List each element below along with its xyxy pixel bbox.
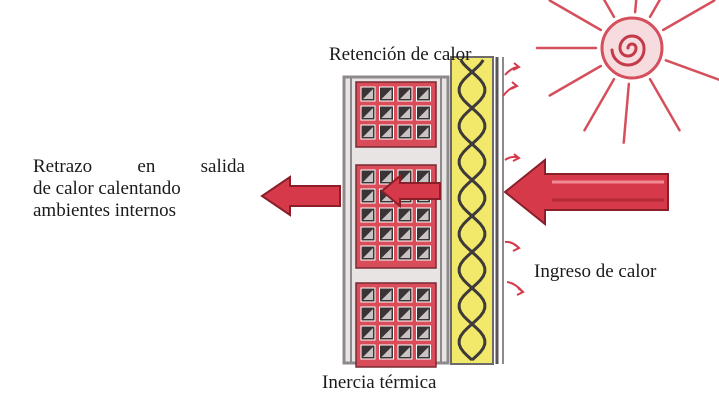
sun-ray bbox=[548, 0, 603, 32]
internal-heat-arrow-shape bbox=[380, 173, 441, 209]
small-heat-arrow-head bbox=[512, 153, 521, 162]
sun-ray bbox=[602, 0, 616, 19]
sun-ray bbox=[622, 82, 631, 144]
brick-cell-highlight bbox=[418, 127, 429, 137]
brick-cell-highlight bbox=[418, 309, 429, 319]
brick-cell-highlight bbox=[381, 210, 392, 220]
brick-cell-highlight bbox=[363, 191, 373, 201]
brick-cell-highlight bbox=[418, 89, 429, 99]
sun-ray bbox=[583, 77, 616, 132]
sun-ray bbox=[661, 0, 716, 32]
sun-ray bbox=[648, 0, 662, 19]
brick-cell-highlight bbox=[418, 229, 429, 239]
brick-cell-highlight bbox=[381, 347, 392, 357]
brick-cell-highlight bbox=[363, 229, 373, 239]
brick-cell-highlight bbox=[418, 210, 429, 220]
sun-disc bbox=[600, 16, 664, 80]
sun-spiral bbox=[610, 34, 646, 67]
brick-cell-highlight bbox=[418, 108, 429, 118]
brick-cell-highlight bbox=[363, 347, 373, 357]
brick-cell-highlight bbox=[363, 108, 373, 118]
sun-ray bbox=[633, 0, 638, 14]
brick-cell-highlight bbox=[381, 172, 392, 182]
brick-cell-highlight bbox=[400, 210, 410, 220]
brick-cell-highlight bbox=[363, 248, 373, 258]
brick-cell-highlight bbox=[381, 108, 392, 118]
brick-cell-highlight bbox=[363, 290, 373, 300]
brick-cell-highlight bbox=[363, 172, 373, 182]
brick-cell-highlight bbox=[363, 89, 373, 99]
brick-cell-highlight bbox=[400, 229, 410, 239]
small-heat-arrow-head bbox=[512, 62, 521, 71]
heat-output-arrow bbox=[260, 175, 341, 217]
brick-cell-highlight bbox=[418, 347, 429, 357]
brick-cell-highlight bbox=[363, 328, 373, 338]
brick-cell-highlight bbox=[418, 248, 429, 258]
heat-output-arrow-shape bbox=[260, 175, 341, 217]
brick-cell-highlight bbox=[381, 290, 392, 300]
reflected-heat-arrows bbox=[502, 62, 525, 296]
brick-cell-highlight bbox=[363, 127, 373, 137]
delayed-heat-label-line: Retrazo en salida bbox=[33, 156, 245, 177]
insulation-wave bbox=[457, 59, 487, 362]
delayed-heat-label-line: de calor calentando bbox=[33, 178, 181, 199]
brick-cell-highlight bbox=[400, 89, 410, 99]
brick-cell-highlight bbox=[418, 290, 429, 300]
sun-ray bbox=[664, 59, 719, 81]
insulation-wave bbox=[457, 59, 487, 362]
sun-rays bbox=[535, 0, 719, 144]
heat-input-arrow-shape bbox=[503, 157, 669, 227]
sun-ray bbox=[548, 64, 603, 97]
retention-label: Retención de calor bbox=[329, 44, 472, 65]
internal-heat-arrow bbox=[380, 173, 441, 209]
insulation-band bbox=[450, 56, 494, 365]
delayed-heat-label: Retrazo en salida de calor calentando am… bbox=[33, 156, 245, 222]
sun-ray bbox=[648, 77, 681, 132]
small-heat-arrow-head bbox=[516, 287, 525, 296]
brick-cell-highlight bbox=[381, 328, 392, 338]
brick-cell-highlight bbox=[381, 89, 392, 99]
brick-cell-highlight bbox=[381, 229, 392, 239]
brick-cell-highlight bbox=[418, 172, 429, 182]
brick-cell-highlight bbox=[400, 290, 410, 300]
heat-input-label: Ingreso de calor bbox=[534, 261, 657, 282]
masonry-wall bbox=[342, 75, 450, 368]
small-heat-arrow-head bbox=[512, 243, 521, 252]
brick-cell-highlight bbox=[400, 347, 410, 357]
brick-cell-highlight bbox=[400, 127, 410, 137]
sun-icon bbox=[535, 0, 719, 144]
thermal-inertia-label: Inercia térmica bbox=[322, 372, 437, 393]
brick-cell-highlight bbox=[400, 172, 410, 182]
brick-cell-highlight bbox=[381, 127, 392, 137]
delayed-heat-label-line: ambientes internos bbox=[33, 200, 176, 221]
brick-cell-highlight bbox=[381, 309, 392, 319]
brick-cell-highlight bbox=[363, 309, 373, 319]
brick-cell-highlight bbox=[400, 309, 410, 319]
insulation-layer bbox=[450, 56, 504, 365]
brick-cell-highlight bbox=[418, 328, 429, 338]
brick-blocks bbox=[355, 81, 437, 368]
heat-input-arrow bbox=[503, 157, 669, 227]
small-heat-arrow-head bbox=[510, 81, 519, 90]
brick-cell-highlight bbox=[400, 328, 410, 338]
brick-cell-highlight bbox=[400, 248, 410, 258]
brick-cell-highlight bbox=[381, 248, 392, 258]
brick-cell-highlight bbox=[400, 108, 410, 118]
brick-cell-highlight bbox=[363, 210, 373, 220]
